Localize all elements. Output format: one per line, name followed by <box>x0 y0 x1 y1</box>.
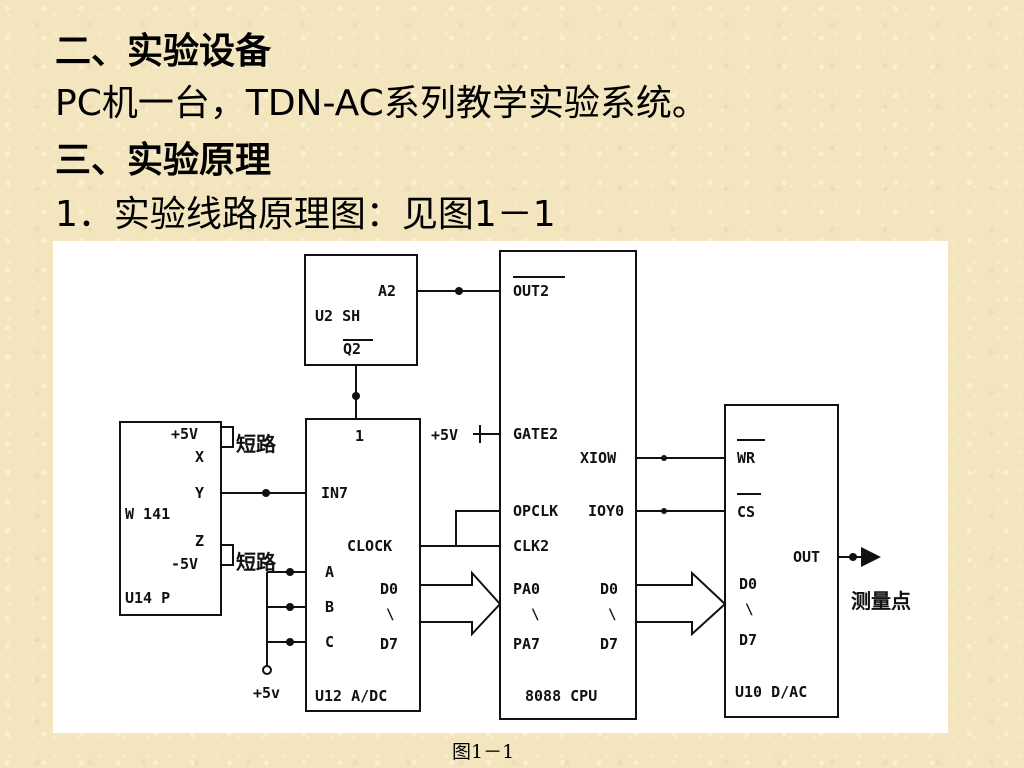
u10-name: U10 D/AC <box>735 683 807 701</box>
junction-xiow <box>661 455 667 461</box>
u12-pin-range: \ <box>386 607 394 623</box>
measure-point-label: 测量点 <box>851 589 911 613</box>
principle-item-1: 1．实验线路原理图：见图1－1 <box>55 194 556 235</box>
circuit-diagram: A2 U2 SH Q2 +5V X Y W 141 Z -5V U14 P 短路… <box>119 250 911 720</box>
cpu-chip <box>499 250 637 720</box>
u10-pin-d0: D0 <box>739 575 757 593</box>
junction-out <box>849 553 857 561</box>
u12-pin-clock: CLOCK <box>347 537 392 555</box>
u12-pin-in7: IN7 <box>321 484 348 502</box>
cpu-pin-xiow: XIOW <box>580 449 617 467</box>
u10-d-range: \ <box>745 602 753 618</box>
u12-pin-c: C <box>325 633 334 651</box>
u14-name: U14 P <box>125 589 170 607</box>
u10-pin-wr: WR <box>737 449 756 467</box>
u14-pin-x: X <box>195 448 204 466</box>
u12-pin-a: A <box>325 563 334 581</box>
u10-pin-cs: CS <box>737 503 755 521</box>
junction-a2 <box>455 287 463 295</box>
u10-pin-out: OUT <box>793 548 820 566</box>
u14-pin-y: Y <box>195 484 204 502</box>
u14-pin-z: Z <box>195 532 204 550</box>
cpu-pin-opclk: OPCLK <box>513 502 558 520</box>
junction-y <box>262 489 270 497</box>
u14-part-number: W 141 <box>125 505 170 523</box>
junction-b <box>286 603 294 611</box>
u10-pin-d7: D7 <box>739 631 757 649</box>
supply-terminal <box>262 665 272 675</box>
cpu-pin-out2: OUT2 <box>513 282 549 300</box>
supply-label-gate: +5V <box>431 426 458 444</box>
supply-label-abc: +5v <box>253 684 280 702</box>
cpu-pin-ioy0: IOY0 <box>588 502 624 520</box>
cpu-pa-range: \ <box>531 607 539 623</box>
circuit-diagram-panel: A2 U2 SH Q2 +5V X Y W 141 Z -5V U14 P 短路… <box>53 241 948 733</box>
u12-pin-b: B <box>325 598 334 616</box>
u2-pin-q2: Q2 <box>343 340 361 358</box>
u2-name: U2 SH <box>315 307 360 325</box>
u14-pin-5v-pos: +5V <box>171 425 198 443</box>
equipment-description: PC机一台，TDN-AC系列教学实验系统。 <box>55 83 708 124</box>
cpu-pin-clk2: CLK2 <box>513 537 549 555</box>
u2-pin-a2: A2 <box>378 282 396 300</box>
u14-chip <box>119 421 222 616</box>
junction-a <box>286 568 294 576</box>
cpu-name: 8088 CPU <box>525 687 597 705</box>
u12-chip <box>305 418 421 712</box>
u12-pin-d0: D0 <box>380 580 398 598</box>
cpu-pin-d0: D0 <box>600 580 618 598</box>
u14-pin-5v-neg: -5V <box>171 555 198 573</box>
u12-name: U12 A/DC <box>315 687 387 705</box>
u2-chip <box>304 254 418 366</box>
short-link-label-upper: 短路 <box>236 432 277 456</box>
cpu-pin-pa0: PA0 <box>513 580 540 598</box>
switch-upper <box>220 426 234 448</box>
cpu-pin-pa7: PA7 <box>513 635 540 653</box>
switch-lower <box>220 544 234 566</box>
junction-c <box>286 638 294 646</box>
figure-caption: 图1－1 <box>452 741 515 763</box>
bus-arrow-cpu-u10 <box>635 570 727 637</box>
cpu-pin-gate2: GATE2 <box>513 425 558 443</box>
bus-arrow-u12-cpu <box>419 570 502 637</box>
cpu-d-range: \ <box>608 607 616 623</box>
short-link-label-lower: 短路 <box>236 550 277 574</box>
u12-pin-1: 1 <box>355 427 364 445</box>
heading-equipment: 二、实验设备 <box>55 30 272 72</box>
u12-pin-d7: D7 <box>380 635 398 653</box>
wire-opclk-loop <box>455 510 500 546</box>
u10-chip <box>724 404 839 718</box>
cpu-pin-d7: D7 <box>600 635 618 653</box>
junction-q2 <box>352 392 360 400</box>
heading-principle: 三、实验原理 <box>55 139 272 181</box>
junction-ioy0 <box>661 508 667 514</box>
